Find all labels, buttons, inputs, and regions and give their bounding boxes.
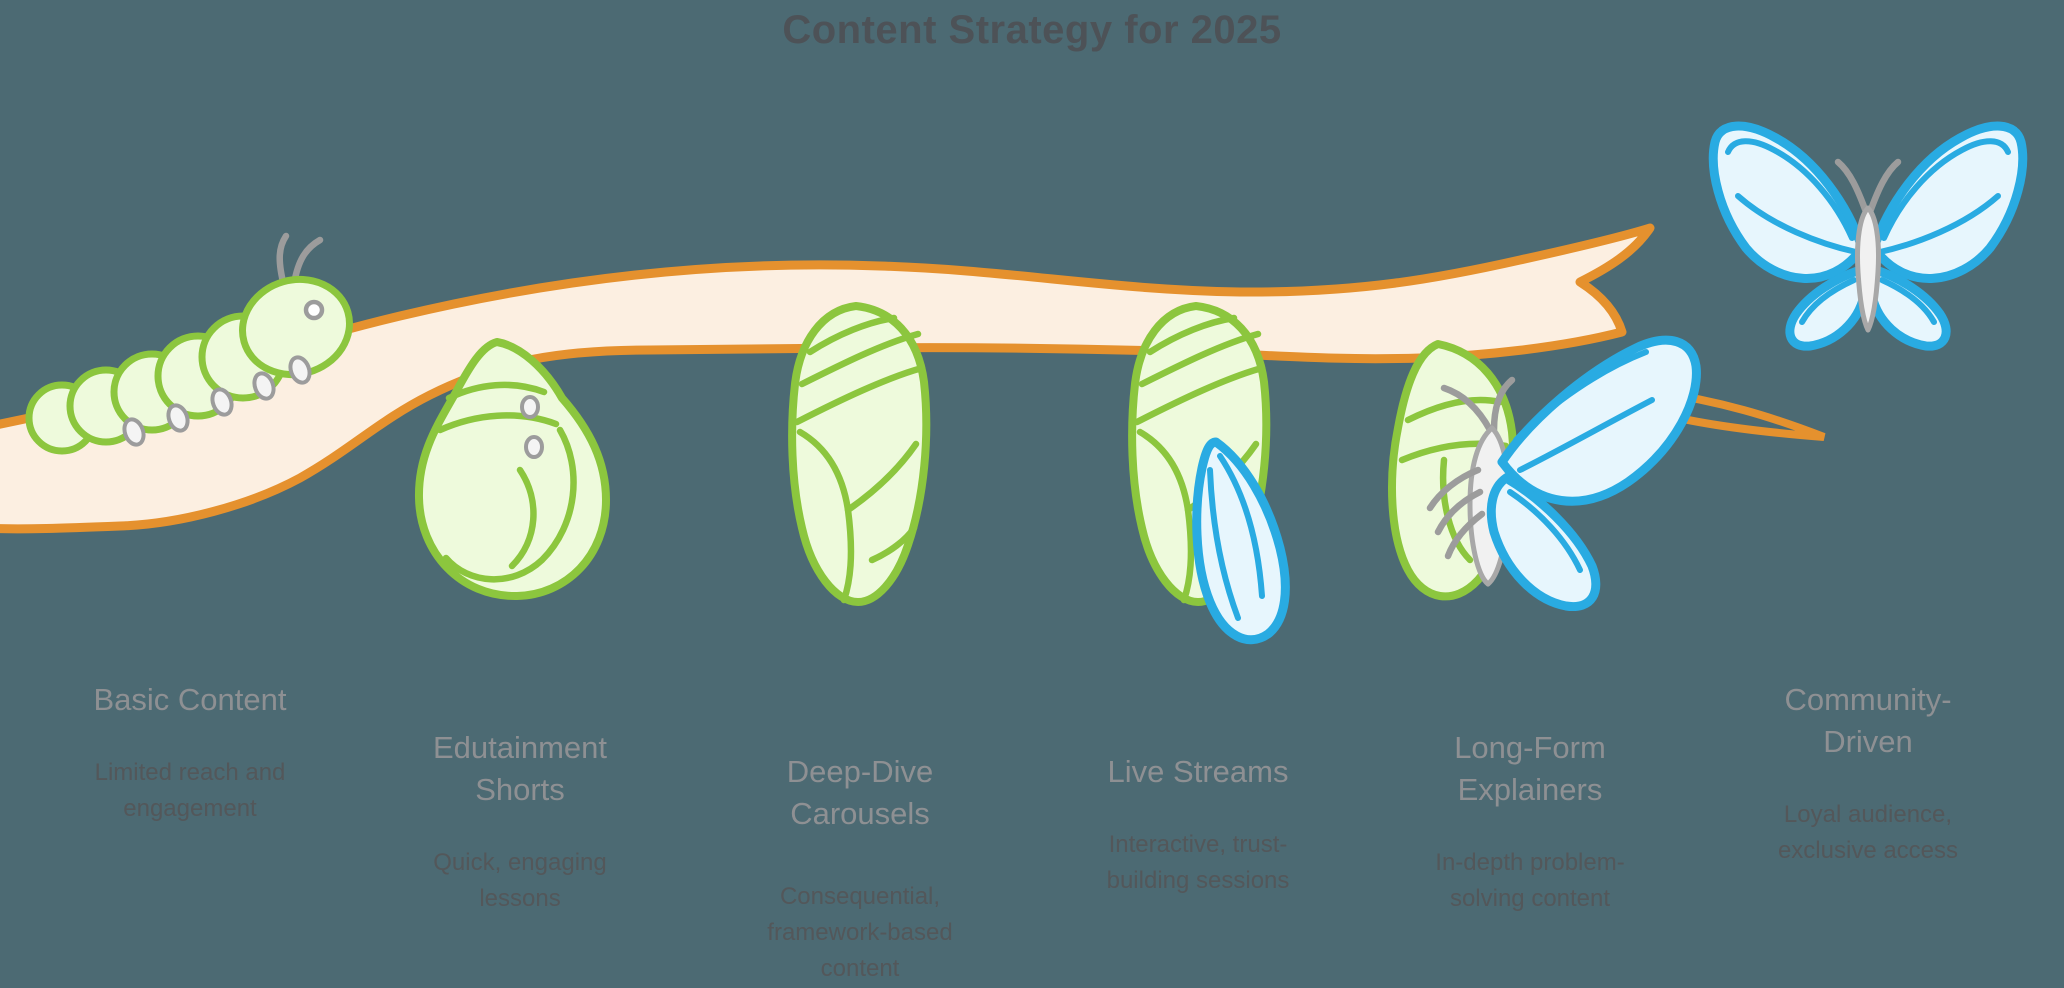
- stage-description: Limited reach and engagement: [94, 759, 286, 822]
- stage-title: Live Streams: [1107, 754, 1289, 789]
- butterfly-emerging-icon: [1388, 335, 1701, 612]
- stage-title: Edutainment Shorts: [432, 730, 608, 807]
- stage-label-live-streams: Live Streams Interactive, trust- buildin…: [1028, 751, 1368, 899]
- stage-description: Quick, engaging lessons: [433, 849, 607, 912]
- stage-title: Basic Content: [93, 682, 287, 717]
- stage-title: Long-Form Explainers: [1454, 730, 1606, 807]
- stage-label-long-form-explainers: Long-Form Explainers In-depth problem- s…: [1360, 727, 1700, 917]
- stage-description: Interactive, trust- building sessions: [1106, 831, 1290, 894]
- branch-twig-icon: [1636, 386, 1826, 441]
- stage-title: Deep-Dive Carousels: [786, 754, 934, 831]
- chrysalis-wing-emerging-icon: [1132, 306, 1290, 645]
- stage-label-basic-content: Basic Content Limited reach and engageme…: [20, 679, 360, 827]
- chrysalis-forming-icon: [414, 338, 610, 601]
- stage-label-deep-dive-carousels: Deep-Dive Carousels Consequential, frame…: [690, 751, 1030, 987]
- stage-title: Community- Driven: [1784, 682, 1952, 759]
- butterfly-icon: [1708, 126, 2022, 346]
- stage-description: Consequential, framework-based content: [767, 883, 953, 982]
- stage-label-edutainment-shorts: Edutainment Shorts Quick, engaging lesso…: [350, 727, 690, 917]
- page-title: Content Strategy for 2025: [782, 8, 1282, 52]
- stage-description: In-depth problem- solving content: [1435, 849, 1625, 912]
- chrysalis-icon: [792, 306, 926, 602]
- caterpillar-icon: [25, 232, 354, 455]
- stage-label-community-driven: Community- Driven Loyal audience, exclus…: [1698, 679, 2038, 869]
- stage-description: Loyal audience, exclusive access: [1777, 801, 1959, 864]
- branch-icon: [0, 223, 1655, 534]
